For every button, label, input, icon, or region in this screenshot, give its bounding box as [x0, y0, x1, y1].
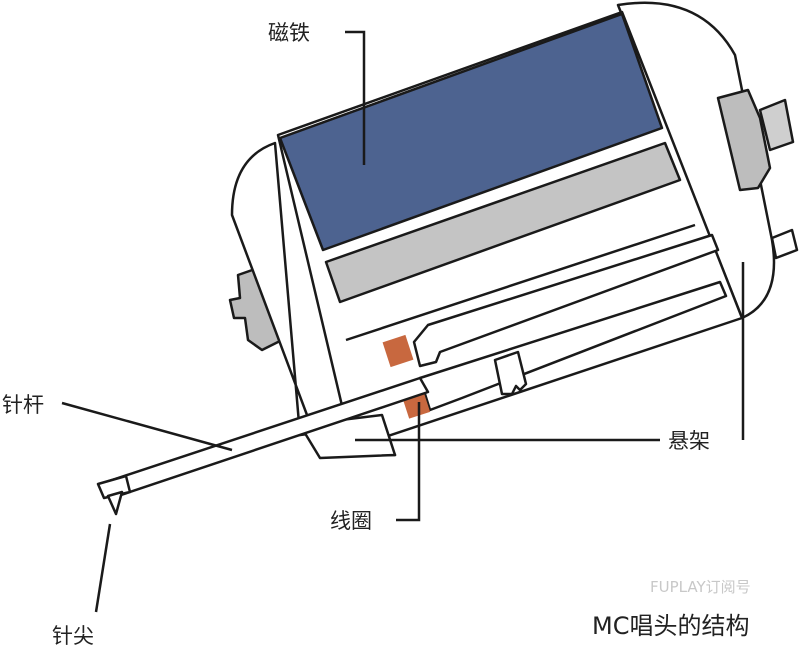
- label-magnet: 磁铁: [268, 21, 310, 45]
- leader-magnet: [345, 30, 366, 165]
- right-pin: [770, 228, 799, 260]
- label-stylus-tip: 针尖: [52, 624, 94, 648]
- leader-cantilever: [61, 401, 233, 452]
- upper-coil: [382, 334, 414, 368]
- leader-coil: [396, 402, 421, 522]
- lower-rod: [418, 280, 728, 412]
- label-suspension: 悬架: [668, 429, 710, 453]
- right-end-cap: [616, 1, 776, 320]
- caption: MC唱头的结构: [592, 612, 749, 640]
- suspension-clip: [493, 350, 528, 396]
- frame-line: [345, 223, 696, 342]
- leader-stylus-tip: [94, 523, 112, 613]
- watermark: FUPLAY订阅号: [650, 578, 751, 596]
- magnet: [278, 12, 664, 252]
- right-nut: [716, 88, 772, 192]
- stylus-tip: [106, 490, 124, 516]
- right-bolt: [758, 98, 795, 152]
- label-coil: 线圈: [330, 509, 372, 533]
- pole-piece: [324, 141, 682, 304]
- label-cantilever: 针杆: [2, 393, 44, 417]
- upper-rod: [412, 233, 720, 368]
